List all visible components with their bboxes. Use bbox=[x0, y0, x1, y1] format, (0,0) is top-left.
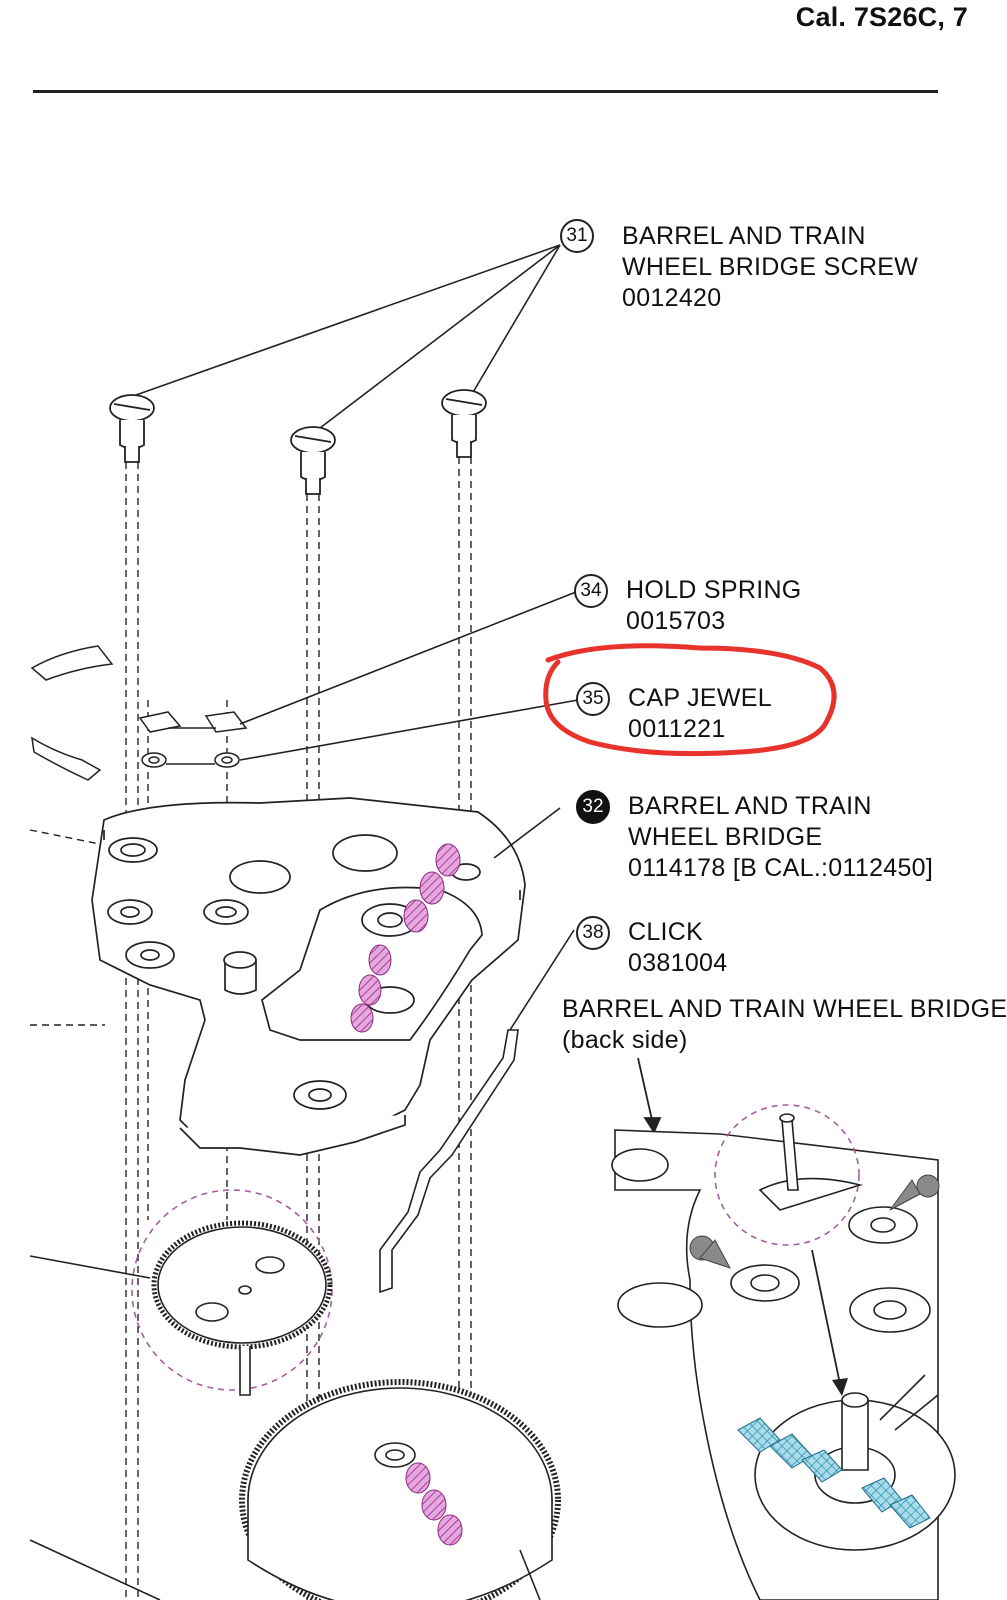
leader-lines-screws bbox=[135, 244, 561, 429]
detail-arrow-head bbox=[832, 1378, 848, 1396]
part-31-number: 0012420 bbox=[622, 284, 722, 312]
service-manual-page: Cal. 7S26C, 7 bbox=[29, 2, 1007, 1600]
leader-line-bridge bbox=[493, 807, 561, 859]
oil-indicator-pink-bridge bbox=[350, 843, 461, 1033]
callout-34: 34 bbox=[574, 574, 608, 608]
callout-35: 35 bbox=[576, 682, 610, 716]
bridge-screw-middle bbox=[290, 426, 336, 495]
exploded-view-diagram bbox=[29, 244, 956, 1600]
part-31-name-line1: BARREL AND TRAIN bbox=[622, 222, 866, 250]
part-32-name-line1: BARREL AND TRAIN bbox=[628, 792, 872, 820]
leader-lines-springs-jewels bbox=[239, 591, 579, 761]
leader-line-barrel bbox=[29, 1539, 161, 1600]
highlight-ring bbox=[543, 643, 837, 757]
back-side-subtitle: (back side) bbox=[562, 1026, 688, 1054]
barrel-train-wheel-bridge-plate bbox=[91, 797, 526, 1156]
part-label-31: BARREL AND TRAIN WHEEL BRIDGE SCREW 0012… bbox=[622, 221, 918, 314]
click-part bbox=[379, 1029, 519, 1294]
part-32-number: 0114178 [B CAL.:0112450] bbox=[628, 854, 934, 882]
oil-indicator-blue bbox=[737, 1417, 931, 1529]
bridge-screw-left bbox=[109, 394, 155, 463]
part-31-name-line2: WHEEL BRIDGE SCREW bbox=[622, 253, 919, 281]
part-34-number: 0015703 bbox=[626, 607, 726, 635]
part-label-32: BARREL AND TRAIN WHEEL BRIDGE 0114178 [B… bbox=[628, 791, 933, 884]
callout-31: 31 bbox=[560, 219, 594, 253]
part-38-name: CLICK bbox=[628, 918, 704, 946]
part-35-number: 0011221 bbox=[628, 715, 726, 743]
hold-springs bbox=[138, 711, 248, 733]
detail-arrow bbox=[811, 1249, 841, 1385]
part-label-38: CLICK 0381004 bbox=[628, 917, 727, 979]
header-divider bbox=[33, 90, 938, 93]
partial-parts-left bbox=[30, 645, 114, 781]
part-32-name-line2: WHEEL BRIDGE bbox=[628, 823, 823, 851]
detail-circle-back bbox=[714, 1104, 860, 1246]
third-wheel bbox=[151, 1220, 333, 1396]
back-side-title: BARREL AND TRAIN WHEEL BRIDGE bbox=[562, 995, 1007, 1023]
part-35-name: CAP JEWEL bbox=[628, 684, 772, 712]
back-side-arrow bbox=[637, 1057, 662, 1134]
callout-38: 38 bbox=[576, 916, 610, 950]
leader-line-barrel-right bbox=[519, 1549, 541, 1600]
oil-indicator-pink-barrel bbox=[405, 1462, 463, 1546]
part-38-number: 0381004 bbox=[628, 949, 728, 977]
cap-jewels bbox=[141, 752, 240, 768]
barrel-complete bbox=[239, 1379, 561, 1600]
part-label-35: CAP JEWEL 0011221 bbox=[628, 683, 772, 745]
part-34-name: HOLD SPRING bbox=[626, 576, 802, 604]
bridge-screw-right bbox=[441, 389, 487, 458]
leader-line-wheel bbox=[29, 1255, 151, 1279]
page-title: Cal. 7S26C, 7 bbox=[795, 2, 968, 32]
part-label-34: HOLD SPRING 0015703 bbox=[626, 575, 802, 637]
callout-32: 32 bbox=[576, 790, 610, 824]
back-side-label: BARREL AND TRAIN WHEEL BRIDGE (back side… bbox=[562, 994, 1007, 1056]
leader-line-click bbox=[509, 929, 575, 1031]
oil-indicator-grey bbox=[689, 1174, 940, 1269]
